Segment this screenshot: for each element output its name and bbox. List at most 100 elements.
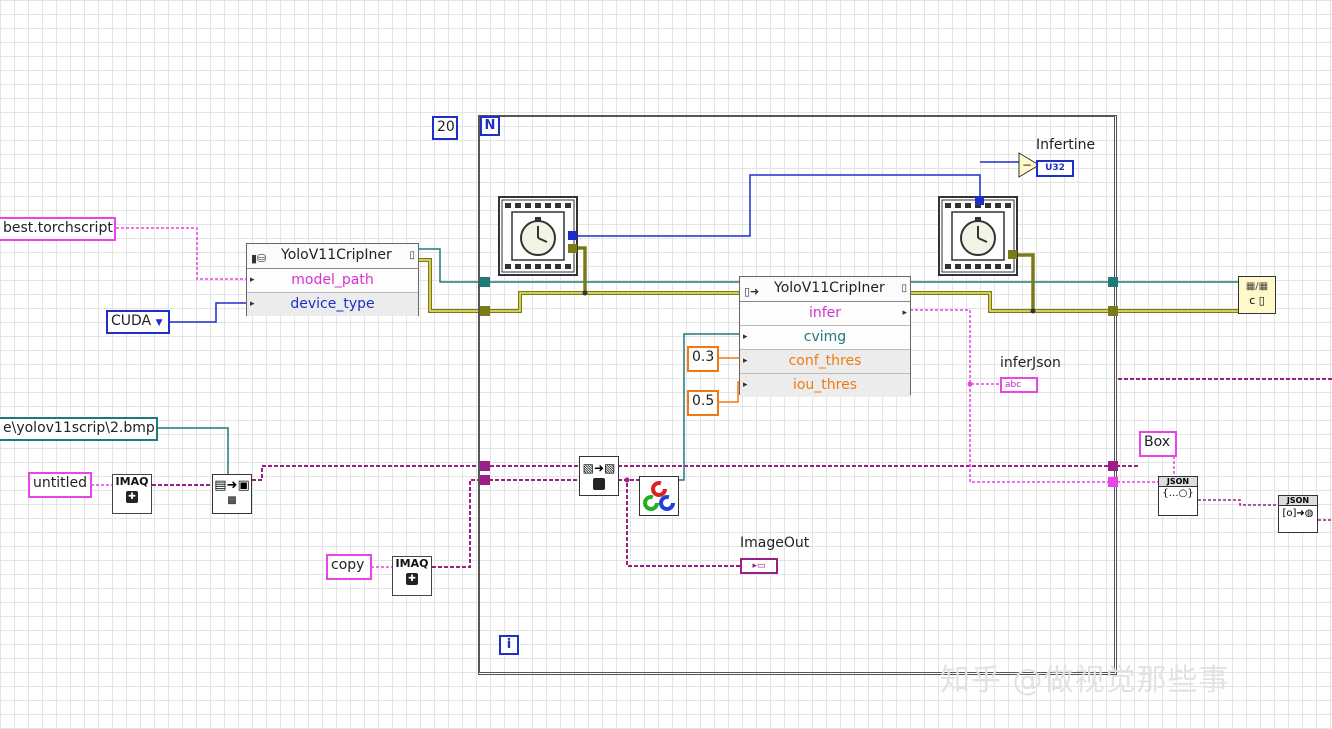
input-arrow-icon: ▸ [743, 380, 748, 390]
imaq-create-node-2[interactable]: IMAQ ✚ [392, 556, 432, 596]
image-copy-icon: ▧➜▧ [582, 461, 616, 475]
stopwatch-icon [941, 199, 1015, 273]
device-enum-value: CUDA [111, 313, 152, 329]
conf-threshold-constant[interactable]: 0.3 [687, 346, 719, 372]
imageout-indicator[interactable]: ▸▭ [740, 558, 778, 574]
timer-end-value-terminal[interactable] [975, 196, 984, 205]
dropdown-arrow-icon[interactable]: ▼ [155, 318, 163, 328]
tunnel-refnum-out[interactable] [1108, 306, 1118, 316]
timer-end-seq-terminal[interactable] [1008, 250, 1017, 259]
param-iou-thres: iou_thres [792, 377, 858, 393]
tunnel-json-out[interactable] [1108, 477, 1118, 487]
json-parse-icon: {…○} [1162, 488, 1194, 499]
loop-iteration-terminal[interactable]: i [499, 635, 519, 655]
wire-start-time[interactable] [573, 174, 981, 237]
infer-invoke-node[interactable]: ▯➜ YoloV11CripIner ▯ infer ▸ ▸ cvimg ▸ c… [739, 276, 911, 397]
create-node-header: ▮⛁ YoloV11CripIner ▯ [247, 244, 418, 269]
loop-count-terminal[interactable]: N [480, 116, 500, 136]
imaq-create-icon: ✚ [126, 491, 138, 503]
tunnel-image-in-1[interactable] [480, 461, 490, 471]
output-arrow-icon: ▸ [902, 308, 907, 318]
timer-end-node[interactable] [938, 196, 1018, 276]
input-arrow-icon: ▸ [743, 356, 748, 366]
tunnel-error-out[interactable] [1108, 277, 1118, 287]
wire-image-ref-5[interactable] [618, 479, 740, 567]
inferjson-indicator[interactable]: abc [1000, 377, 1038, 393]
imaq-create-icon: ✚ [406, 573, 418, 585]
wire-model-path[interactable] [116, 227, 246, 280]
box-string-constant[interactable]: Box [1139, 431, 1177, 457]
input-arrow-icon: ▸ [250, 299, 255, 309]
for-loop[interactable] [478, 115, 1117, 675]
close-ref-icon: ▦/▦ [1245, 281, 1269, 292]
refnum-corner-icon: ▯ [409, 250, 415, 261]
close-reference-node[interactable]: ▦/▦ c ▯ [1238, 276, 1276, 314]
infertine-label: Infertine [1036, 137, 1096, 153]
wire-image-ref-3[interactable] [432, 479, 580, 568]
junction-dot [1030, 308, 1036, 314]
device-enum-constant[interactable]: CUDA ▼ [106, 310, 170, 334]
tunnel-image-out[interactable] [1108, 461, 1118, 471]
infer-method-row[interactable]: infer ▸ [740, 302, 910, 326]
param-cvimg: cvimg [803, 329, 847, 345]
infer-param-row-cvimg[interactable]: ▸ cvimg [740, 326, 910, 350]
tunnel-image-in-2[interactable] [480, 475, 490, 485]
tunnel-error-in[interactable] [480, 277, 490, 287]
constructor-icon: ▮⛁ [251, 252, 267, 265]
infer-param-row-conf[interactable]: ▸ conf_thres [740, 350, 910, 374]
read-file-icon: ▤➜▣ [214, 478, 250, 493]
string-type-icon: abc [1005, 380, 1022, 390]
model-path-constant[interactable]: best.torchscript [0, 217, 116, 241]
image-path-constant[interactable]: e\yolov11scrip\2.bmp [0, 417, 158, 441]
refnum-corner-icon: ▯ [901, 283, 907, 294]
loop-count-constant[interactable]: 20 [432, 116, 458, 140]
wire-cvimg[interactable] [678, 333, 740, 481]
wire-refnum-out-inner [910, 292, 1240, 312]
opencv-convert-node[interactable] [639, 476, 679, 516]
timer-start-node[interactable] [498, 196, 578, 276]
tunnel-refnum-in[interactable] [480, 306, 490, 316]
imaq-copy-node[interactable]: ▧➜▧ [579, 456, 619, 496]
watermark-text: 知乎 @做视觉那些事 [940, 663, 1230, 698]
wire-timer2-seq[interactable] [1013, 253, 1035, 311]
wire-device-type[interactable] [170, 302, 246, 323]
u32-type-icon: U32 [1045, 163, 1065, 173]
wire-image-ref-2[interactable] [252, 465, 580, 481]
wire-error-cluster[interactable] [418, 248, 1240, 283]
wire-infer-json[interactable] [910, 309, 1000, 385]
imageout-label: ImageOut [740, 535, 810, 551]
infer-node-title: YoloV11CripIner [774, 280, 885, 296]
image-name-untitled-constant[interactable]: untitled [28, 472, 92, 498]
imaq-label: IMAQ [395, 557, 429, 570]
create-property-node[interactable]: ▮⛁ YoloV11CripIner ▯ ▸ model_path ▸ devi… [246, 243, 419, 316]
junction-dot [967, 381, 973, 387]
subtract-node[interactable]: − [1018, 152, 1040, 178]
method-infer: infer [808, 305, 842, 321]
imaq-label: IMAQ [115, 475, 149, 488]
timer-start-value-terminal[interactable] [568, 231, 577, 240]
invoke-arrow-icon: ▯➜ [744, 285, 760, 298]
image-display-icon: ▸▭ [752, 561, 766, 571]
infer-param-row-iou[interactable]: ▸ iou_thres [740, 374, 910, 397]
json-unflatten-node[interactable]: JSON {…○} [1158, 476, 1198, 516]
wire-json-out[interactable] [1198, 499, 1278, 506]
timer-start-seq-terminal[interactable] [568, 244, 577, 253]
iou-threshold-constant[interactable]: 0.5 [687, 390, 719, 416]
param-conf-thres: conf_thres [788, 353, 862, 369]
input-arrow-icon: ▸ [743, 332, 748, 342]
imaq-read-file-node[interactable]: ▤➜▣ ▩ [212, 474, 252, 514]
create-prop-row-model-path[interactable]: ▸ model_path [247, 269, 418, 293]
imaq-create-node-1[interactable]: IMAQ ✚ [112, 474, 152, 514]
wire-image-path[interactable] [158, 427, 229, 475]
inferjson-label: inferJson [1000, 355, 1061, 371]
create-node-title: YoloV11CripIner [281, 247, 392, 263]
infertine-indicator[interactable]: U32 [1036, 160, 1074, 177]
json-to-variant-node[interactable]: JSON [o]➜◍ [1278, 495, 1318, 533]
infer-node-header: ▯➜ YoloV11CripIner ▯ [740, 277, 910, 302]
junction-dot [624, 477, 630, 483]
create-prop-row-device-type[interactable]: ▸ device_type [247, 293, 418, 316]
prop-model-path: model_path [291, 272, 374, 288]
image-name-copy-constant[interactable]: copy [326, 554, 372, 580]
array-to-variant-icon: [o]➜◍ [1282, 508, 1314, 519]
